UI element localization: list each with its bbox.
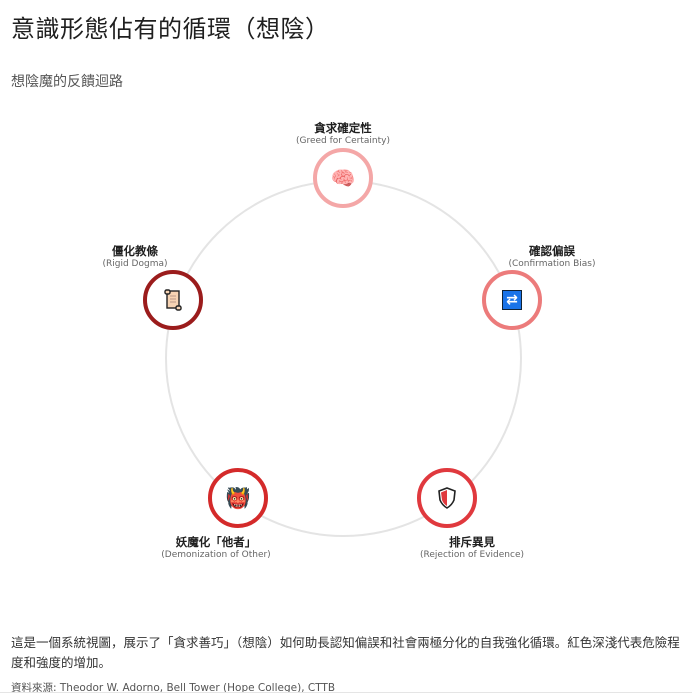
node-label-zh: 排斥異見 <box>448 535 495 549</box>
source-link-cttb[interactable]: CTTB <box>307 682 336 694</box>
node-label-zh: 僵化教條 <box>112 244 158 258</box>
brain-icon: 🧠 <box>330 166 356 190</box>
node-rigid-dogma[interactable] <box>143 270 203 330</box>
node-confirmation-bias[interactable]: ⇄ <box>482 270 542 330</box>
source-link-bell-tower[interactable]: Bell Tower (Hope College) <box>166 682 302 694</box>
source-label: 資料來源: <box>11 682 60 694</box>
node-label-zh: 妖魔化「他者」 <box>175 535 257 549</box>
node-label-en: (Demonization of Other) <box>161 550 271 560</box>
page-title: 意識形態佔有的循環（想陰） <box>11 15 330 43</box>
repeat-icon: ⇄ <box>502 290 522 310</box>
ogre-icon: 👹 <box>225 486 251 510</box>
separator: , <box>159 682 167 694</box>
shield-icon <box>438 487 456 509</box>
source-line: 資料來源: Theodor W. Adorno, Bell Tower (Hop… <box>11 680 335 695</box>
node-label-rigid-dogma: 僵化教條 (Rigid Dogma) <box>103 244 168 270</box>
node-greed-for-certainty[interactable]: 🧠 <box>313 148 373 208</box>
scroll-icon <box>163 289 183 311</box>
node-label-en: (Rejection of Evidence) <box>420 550 524 560</box>
diagram-subtitle: 想陰魔的反饋迴路 <box>11 74 123 90</box>
node-label-rejection-of-evidence: 排斥異見 (Rejection of Evidence) <box>420 535 524 561</box>
node-label-en: (Greed for Certainty) <box>295 136 391 146</box>
source-link-adorno[interactable]: Theodor W. Adorno <box>59 682 160 694</box>
node-label-confirmation-bias: 確認偏誤 (Confirmation Bias) <box>509 244 596 270</box>
node-demonization-of-other[interactable]: 👹 <box>208 468 268 528</box>
diagram-description: 這是一個系統視圖，展示了「貪求善巧」（想陰）如何助長認知偏誤和社會兩極分化的自我… <box>11 635 680 670</box>
separator: , <box>301 682 308 694</box>
node-label-en: (Confirmation Bias) <box>508 259 596 269</box>
node-label-greed-for-certainty: 貪求確定性 (Greed for Certainty) <box>296 121 390 147</box>
bottom-divider <box>0 692 692 693</box>
node-label-zh: 確認偏誤 <box>529 244 575 258</box>
node-label-demonization-of-other: 妖魔化「他者」 (Demonization of Other) <box>161 535 270 561</box>
node-label-en: (Rigid Dogma) <box>102 259 168 269</box>
node-rejection-of-evidence[interactable] <box>417 468 477 528</box>
node-label-zh: 貪求確定性 <box>314 121 372 135</box>
feedback-loop-diagram: 貪求確定性 (Greed for Certainty) 🧠 確認偏誤 (Conf… <box>103 121 596 561</box>
